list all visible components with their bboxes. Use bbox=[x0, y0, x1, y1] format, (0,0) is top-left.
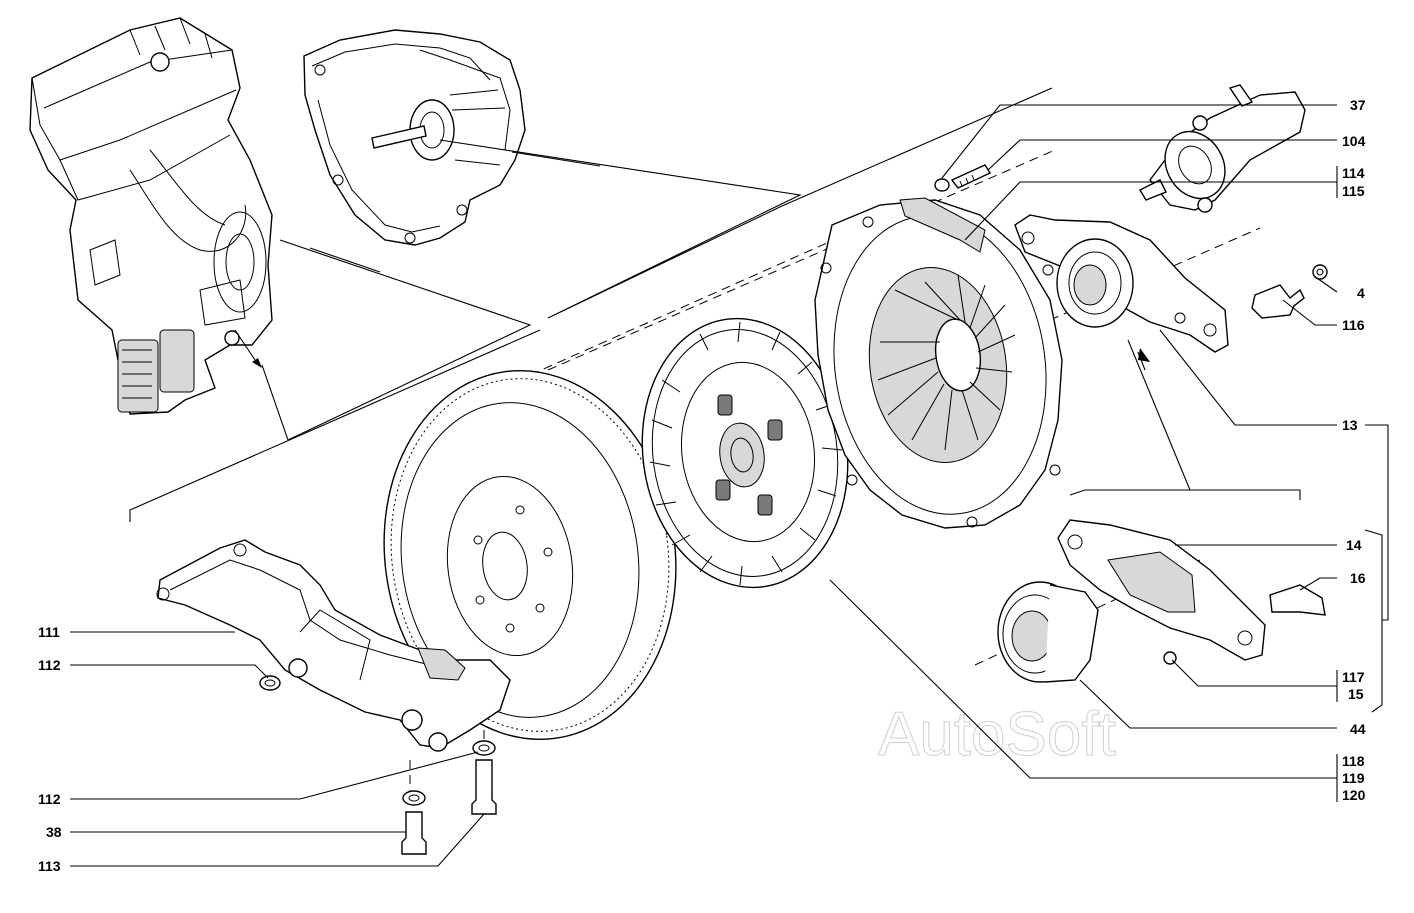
watermark: AutoSoft bbox=[878, 700, 1116, 769]
engine-block bbox=[29, 17, 273, 415]
bracket-fasteners bbox=[401, 740, 497, 855]
callout-37: 37 bbox=[1350, 97, 1366, 113]
release-fork-upper bbox=[1014, 214, 1229, 353]
callout-112-upper: 112 bbox=[38, 657, 61, 673]
release-fork-lower bbox=[1057, 519, 1326, 665]
callout-4: 4 bbox=[1357, 285, 1365, 301]
crossmember-bracket bbox=[156, 539, 511, 752]
callout-113: 113 bbox=[38, 858, 61, 874]
release-bearing bbox=[997, 581, 1099, 683]
callout-117: 117 bbox=[1342, 669, 1365, 685]
callout-16: 16 bbox=[1350, 570, 1366, 586]
callout-44: 44 bbox=[1350, 721, 1366, 737]
callout-116: 116 bbox=[1342, 317, 1365, 333]
callout-104: 104 bbox=[1342, 133, 1366, 149]
gearbox-housing bbox=[303, 29, 526, 246]
clutch-disc bbox=[641, 317, 849, 589]
callout-118: 118 bbox=[1342, 753, 1365, 769]
pressure-plate-bolt bbox=[934, 164, 992, 192]
bleeder-valve bbox=[1251, 264, 1328, 319]
callout-120: 120 bbox=[1342, 787, 1366, 803]
callout-13: 13 bbox=[1342, 417, 1358, 433]
callout-115: 115 bbox=[1342, 183, 1365, 199]
callout-111: 111 bbox=[38, 624, 60, 640]
callout-leaders bbox=[70, 104, 1389, 867]
callout-112-lower: 112 bbox=[38, 791, 61, 807]
callout-15: 15 bbox=[1348, 686, 1364, 702]
slave-cylinder bbox=[1139, 84, 1306, 213]
callout-38: 38 bbox=[46, 824, 62, 840]
callout-119: 119 bbox=[1342, 770, 1365, 786]
callout-labels: 37 104 114 115 4 116 13 14 16 117 15 44 … bbox=[38, 97, 1366, 874]
callout-14: 14 bbox=[1346, 537, 1362, 553]
callout-114: 114 bbox=[1342, 165, 1365, 181]
pressure-plate bbox=[814, 197, 1063, 529]
